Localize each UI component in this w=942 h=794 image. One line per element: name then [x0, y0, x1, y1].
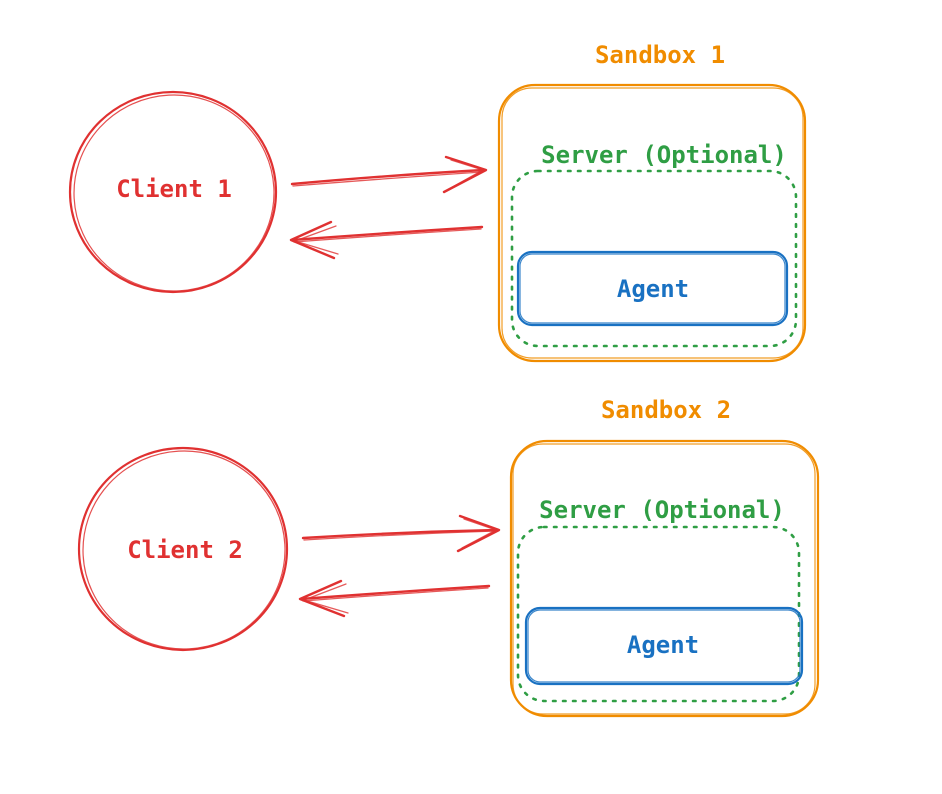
sandbox2-box	[509, 439, 820, 718]
server1-dotted-box	[510, 169, 798, 348]
server2-dotted-box	[516, 525, 801, 703]
client2-label: Client 2	[127, 536, 243, 564]
agent2-box	[524, 606, 804, 686]
arrow-client2-to-sandbox2	[301, 514, 501, 553]
client1-label: Client 1	[116, 175, 232, 203]
client2-circle	[77, 446, 289, 652]
sandbox1-box	[497, 83, 807, 363]
server2-label: Server (Optional)	[539, 496, 785, 524]
arrow-sandbox2-to-client2	[298, 579, 491, 618]
sandbox2-title: Sandbox 2	[600, 396, 732, 424]
client1-circle	[68, 90, 278, 294]
agent2-label: Agent	[626, 631, 700, 659]
agent1-box	[516, 250, 789, 327]
arrow-sandbox1-to-client1	[289, 220, 484, 260]
arrow-client1-to-sandbox1	[290, 155, 488, 194]
sandbox1-title: Sandbox 1	[594, 41, 726, 69]
agent1-label: Agent	[616, 275, 690, 303]
server1-label: Server (Optional)	[541, 141, 787, 169]
